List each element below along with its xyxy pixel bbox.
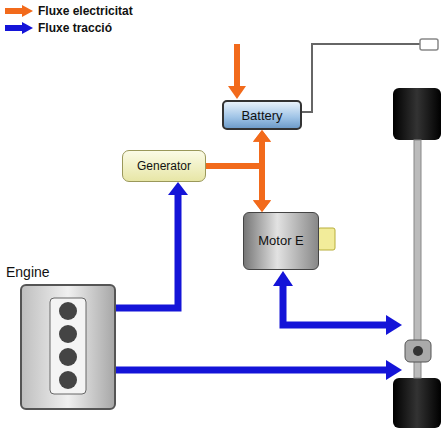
electric-flow [253,130,271,212]
arrow-head [386,315,402,335]
legend-row: Fluxe tracció [4,19,133,36]
node-label: Generator [137,159,191,173]
motor-box: Motor E [243,212,319,270]
node-label: Battery [241,108,282,123]
motor-shaft [318,228,335,250]
legend: Fluxe electricitatFluxe tracció [4,2,133,36]
legend-swatch [4,5,34,17]
legend-swatch [4,22,34,34]
arrow-head [228,86,246,99]
battery-box: Battery [222,100,302,130]
engine-cylinders [48,296,88,396]
traction-flow [116,182,188,308]
node-heading: Engine [6,264,50,280]
charge-arrow [234,44,240,88]
traction-arrow [116,367,390,374]
differential-gear [413,346,423,356]
generator-box: Generator [122,150,206,182]
wheel [393,378,441,428]
legend-row: Fluxe electricitat [4,2,133,19]
node-label: Motor E [257,234,305,249]
arrow-head [386,360,402,380]
plug [420,39,438,50]
engine-block: Engine [20,284,116,410]
wheel [393,88,441,140]
legend-text: Fluxe tracció [38,21,112,35]
traction-arrow [283,284,390,325]
arrow-head [273,271,293,286]
legend-text: Fluxe electricitat [38,4,133,18]
differential [405,340,431,362]
